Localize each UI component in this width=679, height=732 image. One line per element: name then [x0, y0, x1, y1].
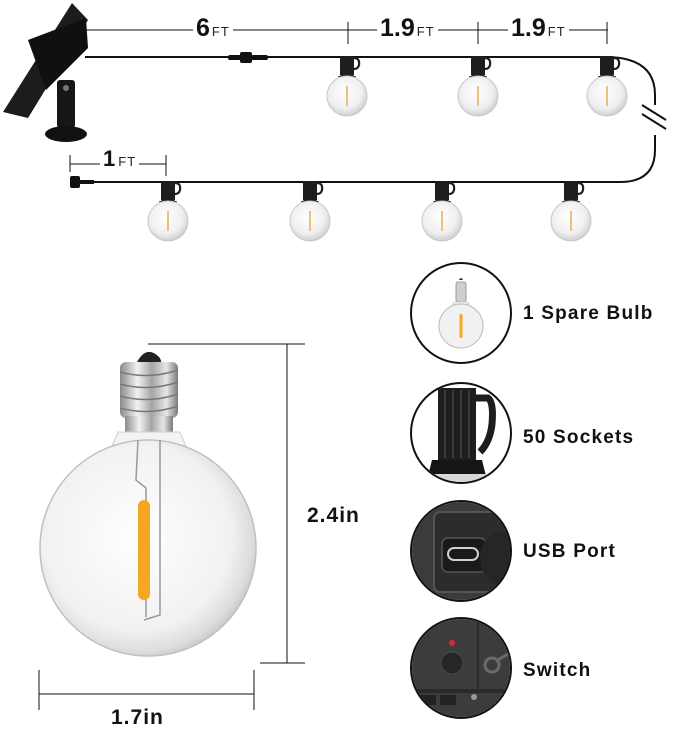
dimension-tail-length: 1 FT	[100, 146, 140, 172]
usb-port-callout	[410, 500, 512, 602]
bulb-icon	[325, 54, 369, 118]
feature-label-spare-bulb: 1 Spare Bulb	[523, 303, 654, 324]
bulb-icon	[456, 54, 500, 118]
feature-label-switch: Switch	[523, 660, 592, 681]
dimension-lead-length: 6 FT	[193, 14, 233, 43]
spare-bulb-callout	[410, 262, 512, 364]
sockets-callout	[410, 382, 512, 484]
large-bulb-icon	[39, 351, 257, 657]
bulb-icon	[420, 179, 464, 243]
width-dimension-line	[38, 670, 255, 710]
height-dimension-line	[148, 343, 305, 664]
feature-label-sockets: 50 Sockets	[523, 427, 635, 448]
switch-icon	[412, 619, 510, 717]
bulb-icon	[288, 179, 332, 243]
solar-panel-icon	[3, 3, 88, 142]
bulb-width-label: 1.7in	[111, 706, 164, 729]
break-symbol-icon	[641, 104, 667, 130]
socket-icon	[428, 388, 496, 482]
end-cap-icon	[70, 176, 94, 188]
feature-label-usb-port: USB Port	[523, 541, 616, 562]
string-layout-diagram	[3, 3, 667, 243]
dimension-bulb-spacing-2: 1.9 FT	[508, 14, 569, 43]
dimension-bulb-spacing-1: 1.9 FT	[377, 14, 438, 43]
bulb-icon	[146, 179, 190, 243]
spare-bulb-icon	[438, 278, 484, 349]
usb-port-icon	[412, 502, 510, 600]
connector-icon	[228, 52, 268, 63]
bulb-height-label: 2.4in	[307, 504, 360, 527]
bulb-icon	[585, 54, 629, 118]
switch-callout	[410, 617, 512, 719]
bulb-icon	[549, 179, 593, 243]
